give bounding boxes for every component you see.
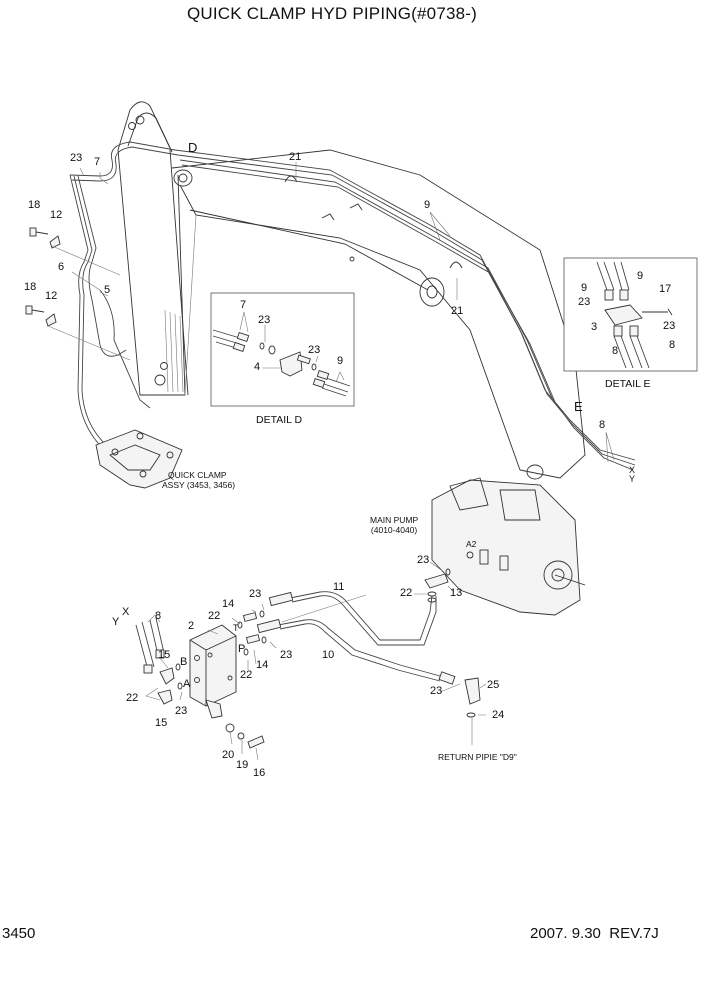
hose-callout-10: 10 (322, 649, 335, 661)
callout-8: 8 (599, 419, 606, 431)
main-pump-label-line: (4010-4040) (370, 525, 418, 535)
quick-clamp-label: QUICK CLAMP ASSY (3453, 3456) (162, 470, 235, 490)
page-number: 3450 (2, 925, 36, 942)
main-pump-label: MAIN PUMP (4010-4040) (370, 515, 418, 535)
callout-23: 23 (70, 152, 83, 164)
return-pipe-label: RETURN PIPIE "D9" (438, 752, 517, 762)
pump-callout-23: 23 (417, 554, 430, 566)
port-x: X (629, 465, 636, 475)
title-text: QUICK CLAMP HYD PIPING(#0738-) (186, 4, 478, 23)
port-a2: A2 (466, 539, 477, 549)
valve-callout-22: 22 (208, 610, 221, 622)
bolts-brackets (25, 227, 131, 361)
detail-d-callout-23: 23 (308, 344, 321, 356)
boom-hoses (69, 141, 636, 471)
valve-callout-2: 2 (188, 620, 195, 632)
port-a: A (183, 678, 191, 690)
pump-callout-22: 22 (400, 587, 413, 599)
valve-callout-22: 22 (240, 669, 253, 681)
detail-d-callout-4: 4 (254, 361, 261, 373)
callout-18: 18 (28, 199, 41, 211)
detail-e-callout-23: 23 (663, 320, 676, 332)
detail-e-callout-3: 3 (591, 321, 598, 333)
valve-callout-19: 19 (236, 759, 249, 771)
pump-callout-13: 13 (450, 587, 463, 599)
detail-d-callout-9: 9 (337, 355, 344, 367)
detail-e-callout-9: 9 (581, 282, 588, 294)
quick-clamp-label-line: ASSY (3453, 3456) (162, 480, 236, 490)
quick-clamp-label-line: QUICK CLAMP (168, 470, 227, 480)
callout-6: 6 (58, 261, 65, 273)
detail-e-marker: E (574, 399, 583, 414)
detail-e-caption: DETAIL E (605, 378, 651, 390)
detail-d-marker: D (188, 140, 198, 155)
port-y: Y (629, 474, 636, 484)
detail-d-callout-7: 7 (240, 299, 247, 311)
hose-callout-11: 11 (333, 581, 345, 593)
valve-callout-23: 23 (175, 705, 188, 717)
main-pump (431, 477, 586, 616)
port-p: P (238, 643, 246, 655)
port-b: B (180, 656, 188, 668)
callout-7: 7 (94, 156, 101, 168)
callout-12: 12 (45, 290, 58, 302)
valve-callout-15: 15 (158, 649, 171, 661)
detail-e-callout-9: 9 (637, 270, 644, 282)
callout-21: 21 (451, 305, 464, 317)
valve-block (135, 610, 267, 749)
page-title: QUICK CLAMP HYD PIPING(#0738-) (0, 4, 702, 24)
detail-d-caption: DETAIL D (256, 414, 303, 426)
detail-e-callout-23: 23 (578, 296, 591, 308)
valve-callout-23: 23 (249, 588, 262, 600)
port-t: T (233, 623, 239, 633)
revision-date: 2007. 9.30 REV.7J (530, 925, 659, 942)
callout-9: 9 (424, 199, 431, 211)
main-pump-label-line: MAIN PUMP (370, 515, 419, 525)
pump-callout-25: 25 (487, 679, 500, 691)
detail-e-box (563, 257, 698, 372)
pump-hoses (256, 568, 481, 745)
detail-e-callout-8: 8 (612, 345, 619, 357)
boom (117, 101, 586, 480)
valve-callout-15: 15 (155, 717, 168, 729)
valve-callout-14: 14 (222, 598, 235, 610)
valve-callout-8: 8 (155, 610, 162, 622)
detail-d-callout-23: 23 (258, 314, 271, 326)
port-y: Y (112, 616, 120, 628)
pump-callout-23: 23 (430, 685, 443, 697)
valve-callout-22: 22 (126, 692, 139, 704)
quick-clamp-assembly (95, 429, 183, 489)
valve-callout-20: 20 (222, 749, 235, 761)
callout-5: 5 (104, 284, 111, 296)
callout-18: 18 (24, 281, 37, 293)
detail-e-callout-17: 17 (659, 283, 672, 295)
pump-callout-24: 24 (492, 709, 505, 721)
valve-callout-23: 23 (280, 649, 293, 661)
detail-e-callout-8: 8 (669, 339, 676, 351)
detail-d-box (210, 292, 355, 407)
callout-12: 12 (50, 209, 63, 221)
leader-lines (71, 162, 615, 761)
port-x: X (122, 606, 130, 618)
callout-21: 21 (289, 151, 302, 163)
valve-callout-14: 14 (256, 659, 269, 671)
valve-callout-16: 16 (253, 767, 266, 779)
